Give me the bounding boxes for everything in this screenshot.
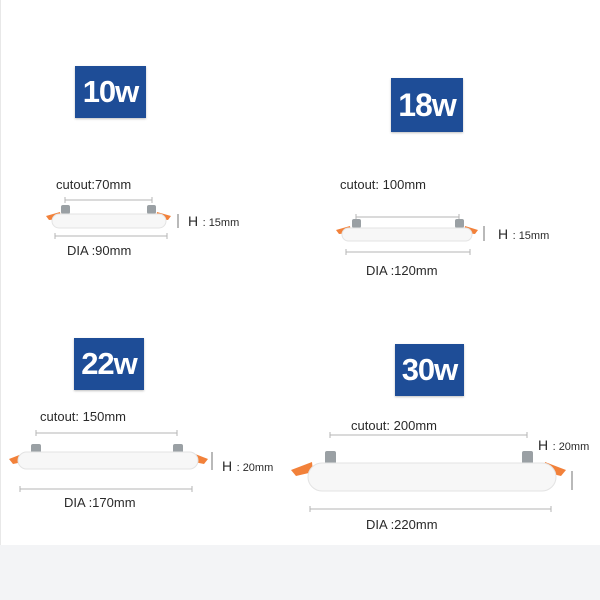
wattage-badge: 22w bbox=[74, 338, 144, 390]
height-value: : 15mm bbox=[512, 230, 550, 242]
height-letter: H bbox=[498, 226, 509, 242]
diameter-label: DIA :220mm bbox=[366, 517, 438, 532]
height-value: : 15mm bbox=[202, 217, 240, 229]
height-letter: H bbox=[538, 437, 549, 453]
wattage-badge: 30w bbox=[395, 344, 464, 396]
cutout-label: cutout: 200mm bbox=[351, 418, 437, 433]
height-value: : 20mm bbox=[236, 462, 274, 474]
height-value: : 20mm bbox=[552, 441, 590, 453]
height-letter: H bbox=[222, 458, 233, 474]
cutout-label: cutout: 150mm bbox=[40, 409, 126, 424]
height-label: H : 15mm bbox=[188, 213, 239, 231]
diameter-label: DIA :170mm bbox=[64, 495, 136, 510]
height-label: H : 20mm bbox=[222, 458, 273, 476]
wattage-badge: 10w bbox=[75, 66, 146, 118]
height-letter: H bbox=[188, 213, 199, 229]
height-label: H : 20mm bbox=[538, 437, 589, 455]
cutout-label: cutout: 100mm bbox=[340, 177, 426, 192]
diameter-label: DIA :120mm bbox=[366, 263, 438, 278]
footer-band bbox=[0, 545, 600, 600]
wattage-badge: 18w bbox=[391, 78, 463, 132]
cutout-label: cutout:70mm bbox=[56, 177, 132, 192]
diameter-label: DIA :90mm bbox=[67, 243, 132, 258]
height-label: H : 15mm bbox=[498, 226, 549, 244]
